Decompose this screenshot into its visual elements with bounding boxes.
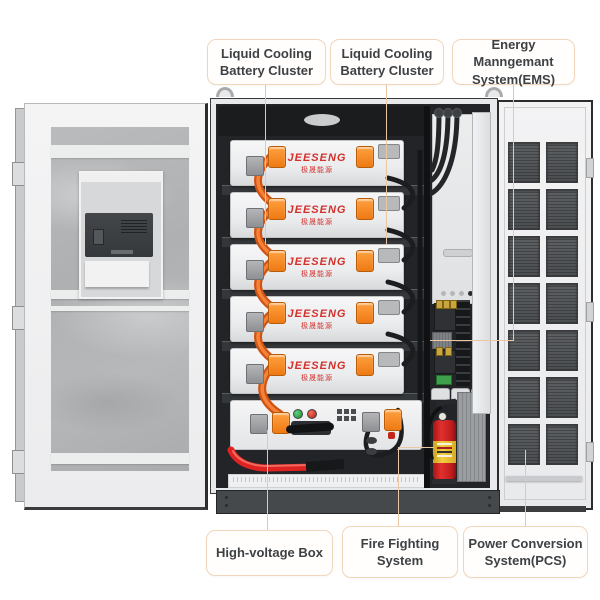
battery-brand-cn: 极晟能源 — [301, 322, 333, 330]
battery-brand: JEESENG — [287, 203, 347, 216]
cabinet-base-plinth — [216, 490, 500, 514]
door-hinge — [586, 302, 594, 322]
leader-line — [513, 83, 514, 341]
battery-brand-cn: 极晟能源 — [301, 218, 333, 226]
cabinet-divider — [424, 106, 430, 488]
vent-grille — [508, 377, 540, 418]
vent-grille — [508, 424, 540, 465]
control-unit-switch — [93, 229, 104, 245]
hv-connector — [362, 412, 380, 432]
door-control-unit — [85, 213, 153, 257]
extinguisher-label — [433, 441, 456, 463]
vent-sill — [506, 476, 582, 481]
vent-grille — [546, 236, 578, 277]
door-film-panel — [51, 127, 189, 471]
callout-battery-cluster-right: Liquid Cooling Battery Cluster — [330, 39, 444, 85]
extinguisher-base — [432, 479, 457, 484]
green-indicator-led — [293, 409, 303, 419]
cable-duct — [456, 300, 470, 386]
hv-button-bank — [337, 409, 359, 425]
battery-brand: JEESENG — [287, 359, 347, 372]
callout-high-voltage-box: High-voltage Box — [206, 530, 333, 576]
film-strip — [51, 145, 189, 158]
vent-grille — [546, 283, 578, 324]
vent-grille — [508, 283, 540, 324]
battery-brand-cn: 极晟能源 — [301, 270, 333, 278]
right-door-pcs — [497, 100, 593, 510]
red-indicator-led — [307, 409, 317, 419]
vent-grille — [546, 377, 578, 418]
green-terminal-block — [436, 375, 452, 385]
hv-terminal-orange — [384, 409, 402, 431]
brass-terminal — [443, 300, 450, 309]
callout-battery-cluster-left: Liquid Cooling Battery Cluster — [207, 39, 326, 85]
vent-grille — [508, 142, 540, 183]
door-equipment-cutout — [79, 171, 163, 299]
vent-grille — [546, 189, 578, 230]
brass-terminal — [450, 300, 457, 309]
cutout-top-bar — [81, 173, 161, 182]
door-hinge — [586, 442, 594, 462]
lifting-eye-icon — [215, 86, 235, 97]
right-door-foot — [500, 506, 586, 512]
vent-grille — [508, 189, 540, 230]
inner-door-panel — [472, 112, 491, 414]
battery-brand: JEESENG — [287, 307, 347, 320]
leader-line — [398, 447, 399, 526]
door-drawer-box — [85, 261, 149, 287]
left-door — [24, 103, 208, 510]
hv-red-button — [388, 432, 395, 439]
callout-pcs: Power Conversion System(PCS) — [463, 526, 588, 578]
vent-grille — [508, 236, 540, 277]
control-unit-label — [111, 250, 133, 254]
leader-line — [430, 340, 514, 341]
vent-grille — [546, 142, 578, 183]
pressure-gauge-icon — [438, 412, 447, 421]
callout-ems: Energy Manngemant System(EMS) — [452, 37, 575, 87]
brass-terminal — [436, 300, 443, 309]
ems-handle — [443, 249, 473, 257]
battery-brand: JEESENG — [287, 151, 347, 164]
extinguisher-valve — [441, 402, 449, 420]
callout-fire-fighting: Fire Fighting System — [342, 526, 458, 578]
leader-line — [398, 447, 434, 448]
leader-line — [267, 430, 268, 530]
brass-terminal — [436, 347, 443, 356]
cabinet-bottom-sill — [228, 474, 426, 488]
lifting-eye-icon — [484, 86, 504, 97]
vent-grid — [508, 142, 578, 465]
brass-terminal — [445, 347, 452, 356]
film-strip — [51, 306, 189, 311]
cabinet-top-handle — [304, 114, 340, 126]
door-hinge — [586, 158, 594, 178]
control-unit-vent-icon — [121, 219, 147, 233]
battery-brand: JEESENG — [287, 255, 347, 268]
battery-brand-cn: 极晟能源 — [301, 374, 333, 382]
vent-grille — [546, 424, 578, 465]
leader-line — [386, 83, 387, 245]
vent-grille — [508, 330, 540, 371]
capacitor-cap — [431, 388, 450, 400]
right-door-inner-frame — [504, 107, 586, 500]
hv-knob — [366, 448, 377, 455]
leader-line — [265, 83, 266, 245]
film-strip — [51, 453, 189, 464]
battery-brand-cn: 极晟能源 — [301, 166, 333, 174]
cabinet-top-cavity — [218, 106, 426, 136]
ems-gland-row — [441, 291, 473, 297]
vent-grille — [546, 330, 578, 371]
hv-knob — [366, 437, 377, 444]
leader-line — [525, 450, 526, 526]
hv-connector — [250, 414, 268, 434]
